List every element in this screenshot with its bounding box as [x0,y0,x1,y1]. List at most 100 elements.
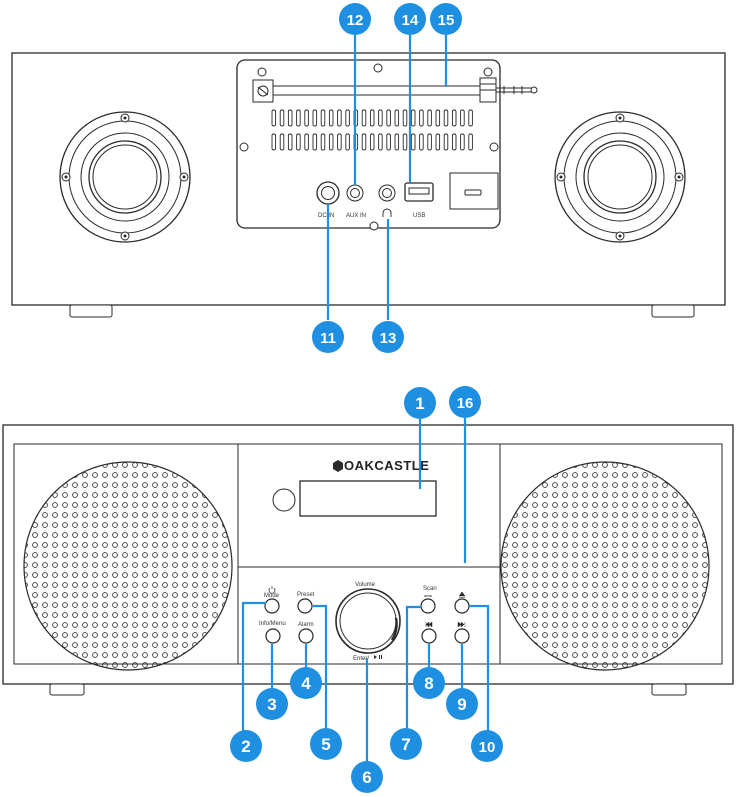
brand-logo: OAKCASTLE [333,458,429,473]
next-icon [457,621,466,628]
vent-slot [304,109,309,127]
vent-slot [312,109,318,127]
callout-12: 12 [339,3,371,35]
next-button[interactable] [454,621,470,644]
svg-text:15: 15 [438,12,455,29]
vent-slot [460,133,465,151]
dc-in-port: DC IN [316,181,340,219]
vent-slot [361,109,367,127]
callout-16: 16 [449,386,481,418]
vent-slot [337,133,342,151]
vent-slot [419,109,424,127]
callout-9: 9 [446,688,478,720]
eject-icon [458,591,466,598]
vent-slot [369,133,375,151]
back-speaker-left [59,111,191,243]
vent-slot [443,133,449,151]
front-foot-left [49,683,85,696]
previous-button[interactable] [421,621,437,644]
svg-text:6: 6 [362,768,371,787]
aux-in-label: AUX IN [346,213,366,219]
vent-slot [451,109,457,127]
vent-slot [386,109,391,127]
vent-slot [394,133,400,151]
leader-2 [241,601,266,731]
vent-slot [378,109,383,127]
vent-slot [271,109,277,127]
vent-slots [271,109,473,151]
vent-slot [419,133,424,151]
vent-slot [312,133,318,151]
vent-slot [386,133,391,151]
vent-slot [320,133,326,151]
svg-text:8: 8 [424,674,433,693]
vent-slot [296,109,301,127]
vent-slot [304,133,309,151]
callout-2: 2 [230,730,262,762]
callout-1: 1 [404,387,436,419]
callout-7: 7 [390,728,422,760]
svg-text:5: 5 [321,735,330,754]
front-foot-right [651,683,687,696]
alarm-label: Alarm [298,622,314,628]
mode-label: Mode [264,593,280,599]
svg-text:12: 12 [347,12,364,29]
vent-slot [443,109,449,127]
rear-connector-panel: DC IN AUX IN USB [236,59,538,231]
volume-knob[interactable]: Volume Enter/ [335,582,401,662]
oakcastle-icon [333,460,343,472]
vent-slot [287,109,293,127]
info-menu-button[interactable]: Info/Menu [259,621,286,644]
power-icon [268,586,276,594]
callout-13: 13 [372,321,404,353]
vent-slot [468,109,473,127]
scan-icon [424,595,432,597]
service-port [449,172,499,210]
usb-port: USB [404,182,434,219]
vent-slot [328,109,334,127]
svg-text:11: 11 [320,330,336,347]
scan-label: Scan [423,586,437,592]
headphone-port [378,184,396,217]
vent-slot [427,133,432,151]
vent-slot [361,133,367,151]
dc-in-label: DC IN [318,213,334,219]
volume-label: Volume [355,582,376,588]
vent-slot [435,133,441,151]
leader-10 [469,604,490,731]
svg-text:3: 3 [267,695,276,714]
info-menu-label: Info/Menu [259,621,286,627]
vent-slot [271,133,277,151]
callout-3: 3 [256,688,288,720]
mode-power-button[interactable]: Mode [264,586,280,614]
svg-text:4: 4 [301,674,311,693]
svg-text:1: 1 [415,394,424,413]
headphone-icon [382,208,392,217]
vent-slot [345,109,350,127]
alarm-button[interactable]: Alarm [298,622,314,644]
svg-text:9: 9 [457,695,466,714]
vent-slot [394,109,400,127]
callout-6: 6 [351,761,383,793]
svg-text:16: 16 [457,395,474,412]
preset-label: Preset [297,592,315,598]
back-foot-left [69,304,113,318]
vent-slot [337,109,342,127]
vent-slot [435,109,441,127]
enter-label: Enter/ [353,656,369,662]
callout-8: 8 [413,667,445,699]
display-section: OAKCASTLE [237,443,501,568]
vent-slot [451,133,457,151]
eject-button[interactable] [454,591,470,614]
back-speaker-right [554,111,686,243]
vent-slot [345,133,350,151]
vent-slot [410,133,416,151]
vent-slot [468,133,473,151]
vent-slot [296,133,301,151]
preset-button[interactable]: Preset [297,592,315,614]
control-panel: Mode Info/Menu Preset Alarm Volume Enter… [237,566,501,665]
vent-slot [279,109,285,127]
vent-slot [402,109,408,127]
vent-slot [320,109,326,127]
